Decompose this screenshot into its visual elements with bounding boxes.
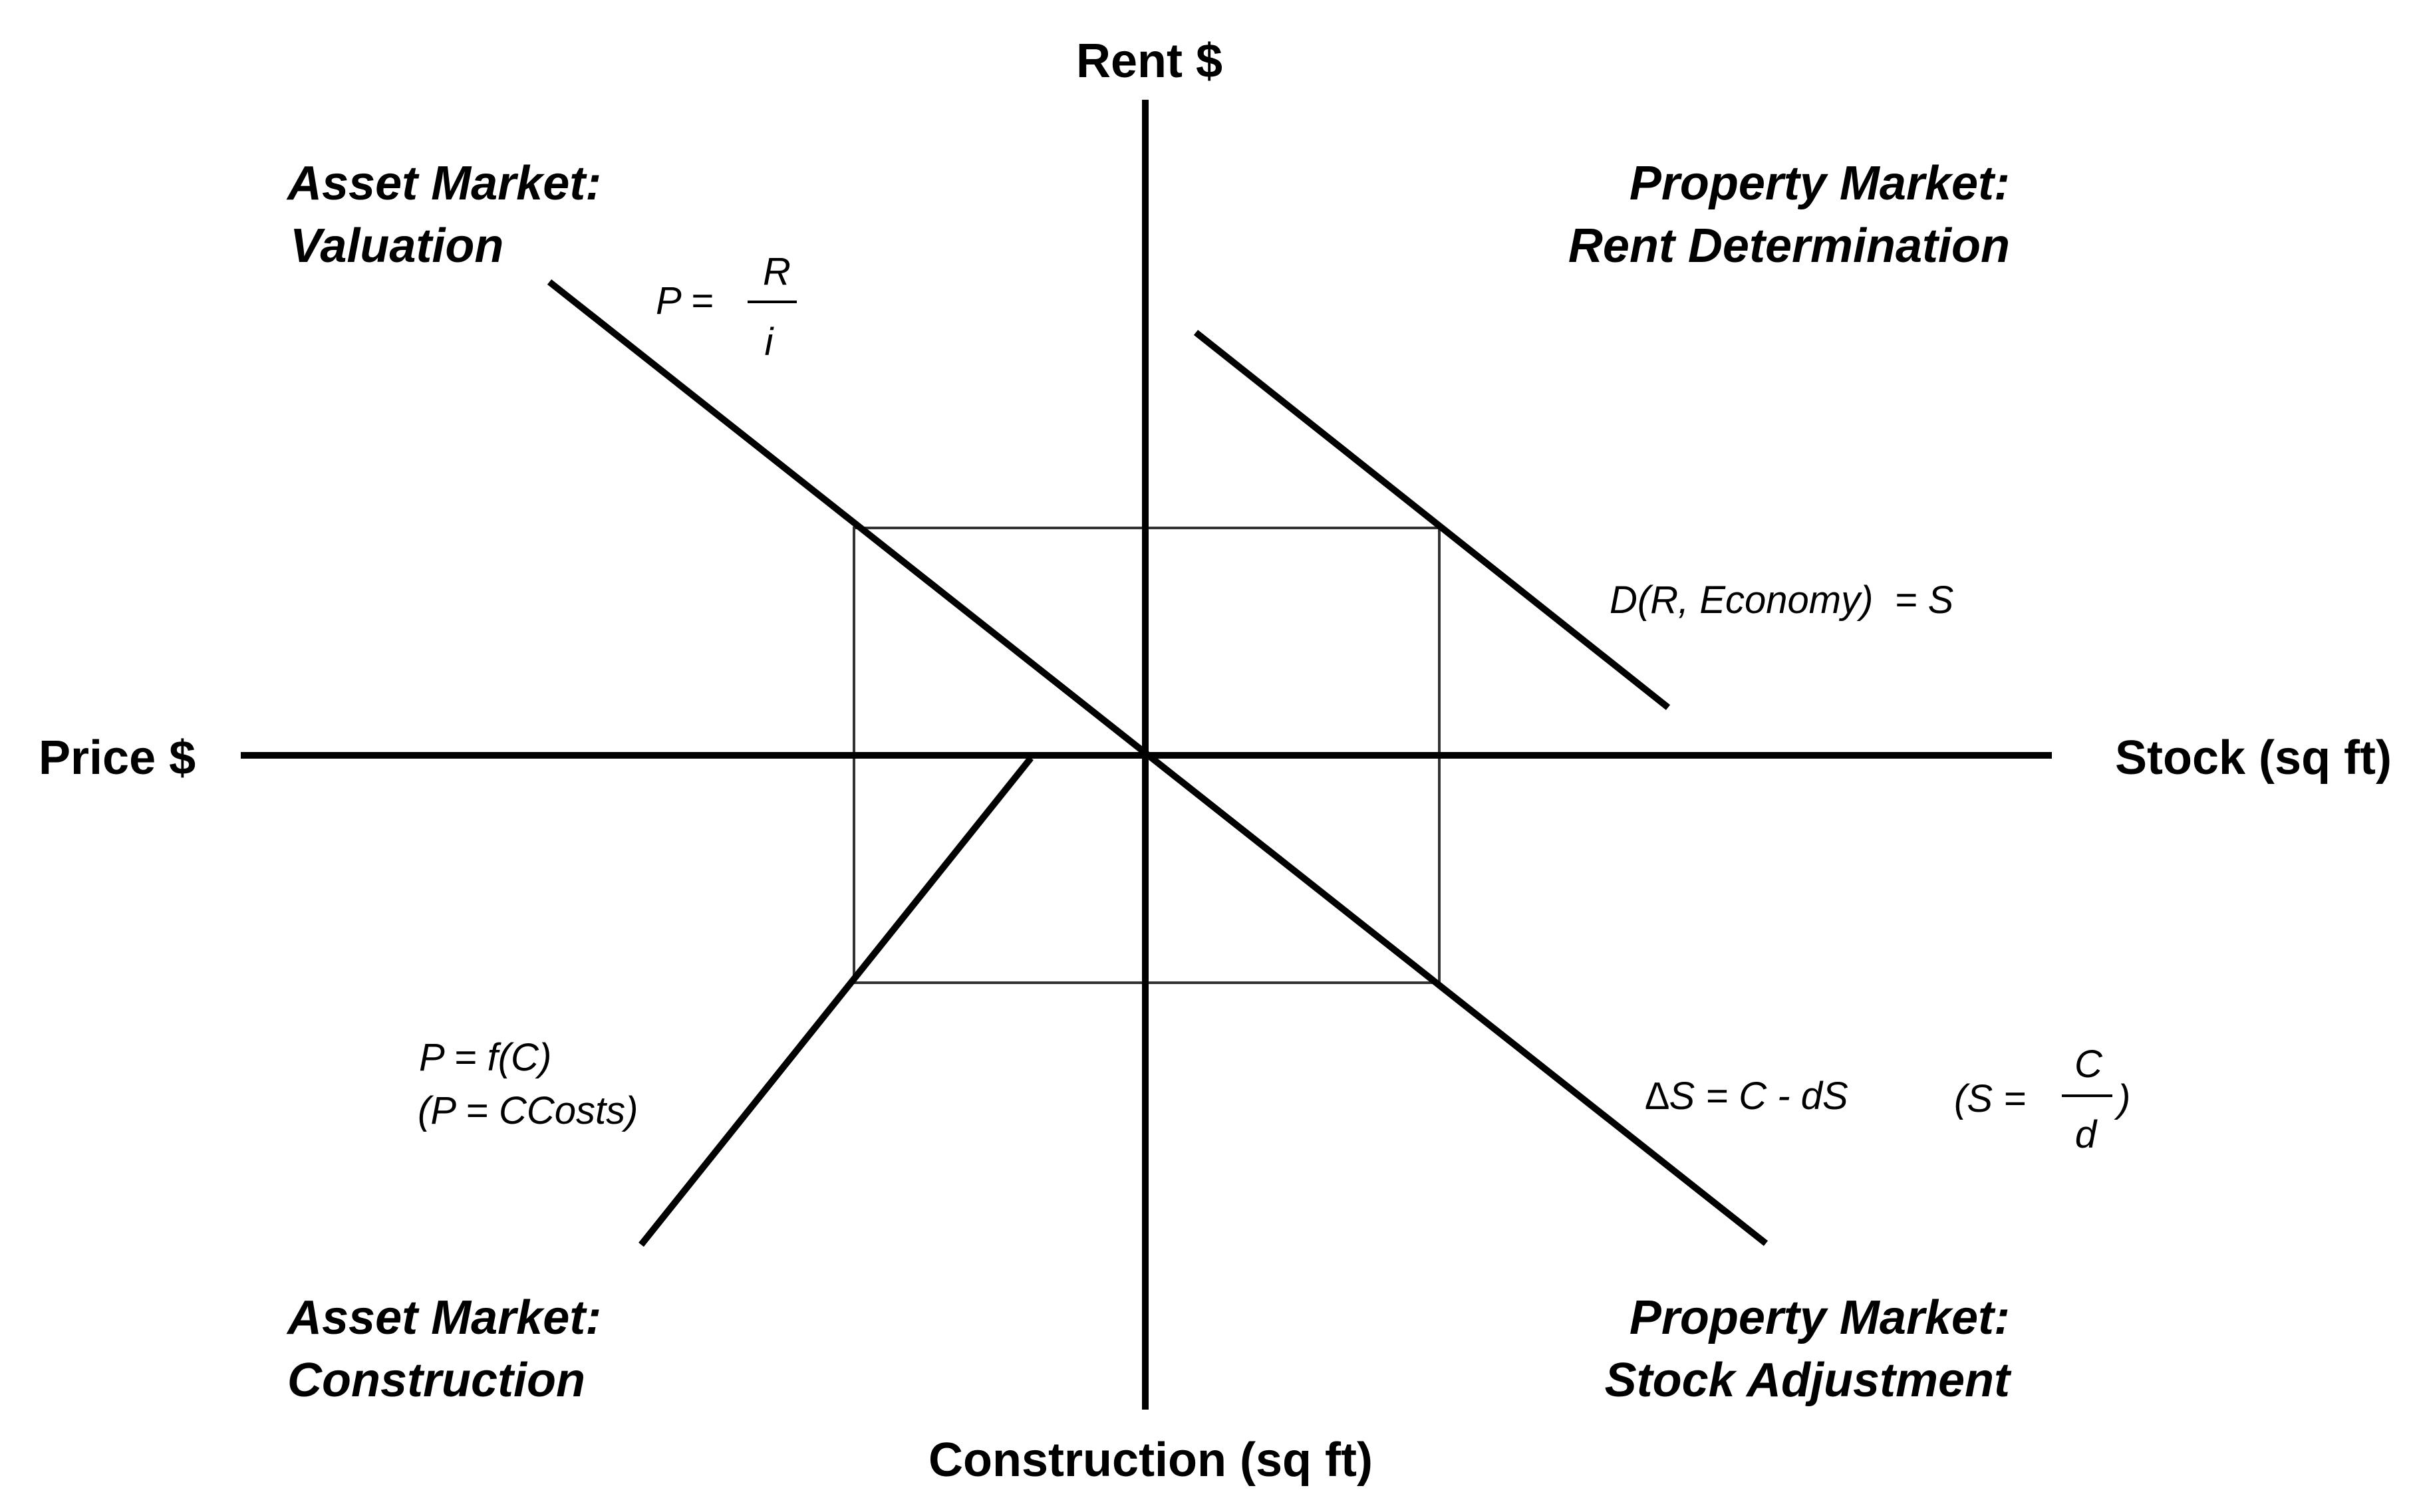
rent-axis-label: Rent $ — [1076, 35, 1222, 88]
stock-axis-label: Stock (sq ft) — [2115, 731, 2392, 785]
valuation-line — [547, 279, 1769, 1246]
quadrant-subtitle-property-rent: Rent Determination — [1568, 219, 2010, 273]
steady-state-numerator: C — [2074, 1043, 2103, 1086]
quadrant-subtitle-asset-construction: Construction — [287, 1354, 585, 1407]
steady-state-denominator: d — [2075, 1113, 2098, 1156]
valuation-formula-denominator: i — [765, 320, 775, 364]
steady-state-formula: (S = C d ) — [1954, 1043, 2130, 1156]
quadrant-title-property-rent: Property Market: — [1630, 157, 2010, 210]
demand-formula: D(R, Economy) = S — [1610, 578, 1954, 622]
valuation-formula-numerator: R — [763, 250, 791, 293]
construction-formula-line1: P = f(C) — [419, 1036, 551, 1079]
valuation-formula: P = R i — [656, 250, 797, 364]
quadrant-subtitle-property-stock: Stock Adjustment — [1605, 1354, 2012, 1407]
construction-axis-label: Construction (sq ft) — [928, 1434, 1373, 1487]
valuation-formula-lhs: P = — [656, 279, 714, 322]
price-axis-label: Price $ — [39, 731, 196, 785]
quadrant-subtitle-asset-valuation: Valuation — [290, 219, 503, 273]
stock-adjustment-formula: ∆S = C - dS — [1645, 1074, 1848, 1118]
steady-state-open: (S = — [1954, 1077, 2026, 1120]
quadrant-title-asset-valuation: Asset Market: — [286, 157, 601, 210]
quadrant-title-asset-construction: Asset Market: — [286, 1291, 601, 1344]
construction-cost-line — [638, 755, 1034, 1247]
demand-line — [1193, 330, 1671, 710]
steady-state-close: ) — [2114, 1077, 2130, 1120]
construction-formula-line2: (P = CCosts) — [418, 1089, 638, 1132]
quadrant-title-property-stock: Property Market: — [1630, 1291, 2010, 1344]
